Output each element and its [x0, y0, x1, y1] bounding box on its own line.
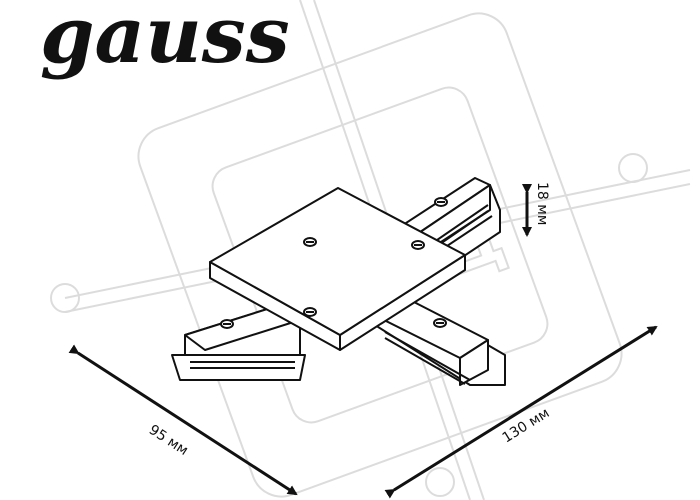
depth-dimension-label: 95 мм	[146, 422, 191, 459]
gauss-logo: gauss	[40, 0, 290, 81]
depth-dimension-line	[68, 344, 298, 496]
connector-top-plate	[209, 187, 466, 336]
height-dimension-label: 18 мм	[534, 182, 550, 225]
watermark-node	[50, 283, 80, 313]
dimension-arrows	[68, 184, 658, 499]
width-dimension-line	[384, 325, 658, 499]
watermark-node	[618, 153, 648, 183]
t-connector-product	[171, 177, 506, 386]
width-dimension-label: 130 мм	[500, 405, 553, 446]
watermark-node	[425, 467, 455, 497]
